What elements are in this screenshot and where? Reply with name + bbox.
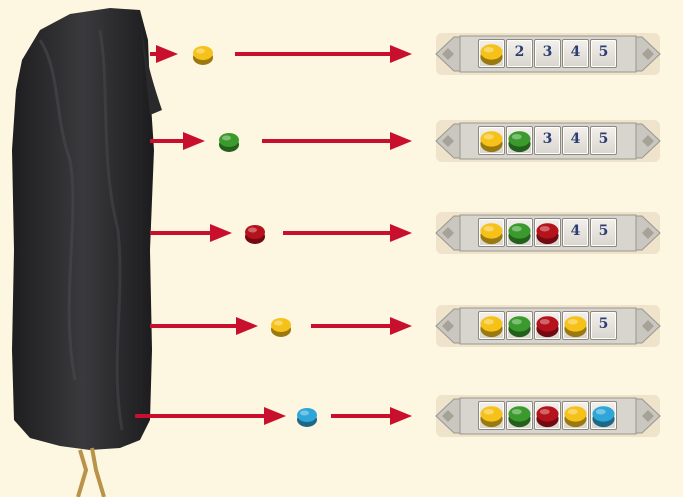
arrow-to-track <box>235 45 412 63</box>
arrow-to-track <box>283 224 412 242</box>
arrow-to-disc <box>150 224 232 242</box>
yellow-disc-icon <box>271 318 291 337</box>
green-disc-icon <box>508 131 531 153</box>
track-slot <box>478 218 505 247</box>
green-disc-icon <box>508 223 531 245</box>
yellow-disc-icon <box>480 406 503 428</box>
slot-number: 4 <box>563 131 588 151</box>
slot-number: 3 <box>535 131 560 151</box>
slot-number: 5 <box>591 223 616 243</box>
arrow-to-disc <box>150 45 178 63</box>
arrow-to-track <box>331 407 412 425</box>
track-slot <box>478 401 505 430</box>
black-bag-icon <box>12 8 162 497</box>
track-slot <box>562 311 589 340</box>
track-slot: 4 <box>562 126 589 155</box>
track-slot <box>506 401 533 430</box>
green-disc-icon <box>508 406 531 428</box>
track-slot <box>478 126 505 155</box>
yellow-disc-icon <box>480 44 503 66</box>
track-slot: 5 <box>590 39 617 68</box>
arrows-layer <box>135 45 412 425</box>
track-slot <box>478 311 505 340</box>
green-disc-icon <box>508 316 531 338</box>
yellow-disc-icon <box>480 223 503 245</box>
track-slot <box>506 126 533 155</box>
track-slot <box>478 39 505 68</box>
red-disc-icon <box>536 223 559 245</box>
arrow-to-disc <box>150 317 258 335</box>
blue-disc-icon <box>592 406 615 428</box>
slot-number: 2 <box>507 44 532 64</box>
track-slot: 5 <box>590 311 617 340</box>
track-slot <box>534 218 561 247</box>
order-track: 5 <box>432 301 664 351</box>
arrow-to-disc <box>135 407 286 425</box>
track-slot <box>506 311 533 340</box>
green-disc-icon <box>219 133 239 152</box>
slot-number: 5 <box>591 131 616 151</box>
arrow-to-track <box>262 132 412 150</box>
track-slot: 5 <box>590 218 617 247</box>
arrow-to-track <box>311 317 412 335</box>
track-slot <box>534 311 561 340</box>
yellow-disc-icon <box>480 316 503 338</box>
slot-number: 5 <box>591 44 616 64</box>
track-slot: 3 <box>534 126 561 155</box>
track-slot <box>562 401 589 430</box>
yellow-disc-icon <box>564 406 587 428</box>
track-slot <box>590 401 617 430</box>
track-slot: 2 <box>506 39 533 68</box>
slot-number: 5 <box>591 316 616 336</box>
track-slot: 3 <box>534 39 561 68</box>
track-slot: 4 <box>562 218 589 247</box>
blue-disc-icon <box>297 408 317 427</box>
red-disc-icon <box>536 316 559 338</box>
yellow-disc-icon <box>480 131 503 153</box>
red-disc-icon <box>245 225 265 244</box>
track-slot: 5 <box>590 126 617 155</box>
track-slot: 4 <box>562 39 589 68</box>
slot-number: 4 <box>563 223 588 243</box>
red-disc-icon <box>536 406 559 428</box>
slot-number: 3 <box>535 44 560 64</box>
order-track <box>432 391 664 441</box>
yellow-disc-icon <box>564 316 587 338</box>
track-slot <box>534 401 561 430</box>
slot-number: 4 <box>563 44 588 64</box>
yellow-disc-icon <box>193 46 213 65</box>
arrow-to-disc <box>150 132 205 150</box>
track-slot <box>506 218 533 247</box>
